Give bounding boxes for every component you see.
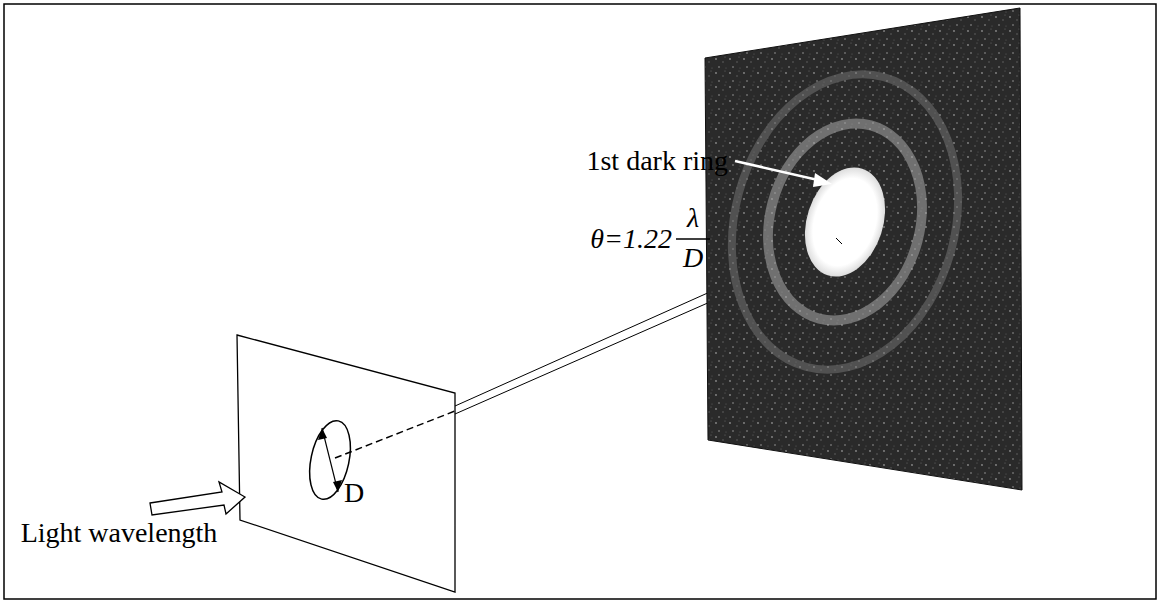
formula-denominator: D [683,243,703,274]
pointer-head [813,173,832,187]
formula-numerator: λ [687,203,699,234]
beam-axis [335,411,455,458]
bright-ring [747,106,944,338]
pointer-line [735,161,818,180]
ring-label: 1st dark ring [586,146,728,177]
light-label: Light wavelength [6,518,232,549]
diameter-arrowhead [318,428,327,440]
viewing-screen [705,8,1022,490]
beam-end [836,238,842,244]
fraction-bar [676,238,710,240]
aperture-screen [237,335,455,592]
light-arrow [150,482,245,515]
outer-ring [700,49,990,396]
frame [4,4,1156,599]
diameter-arrowhead [333,480,342,492]
formula: θ=1.22 [590,224,672,255]
aperture-diameter: D [344,478,364,509]
